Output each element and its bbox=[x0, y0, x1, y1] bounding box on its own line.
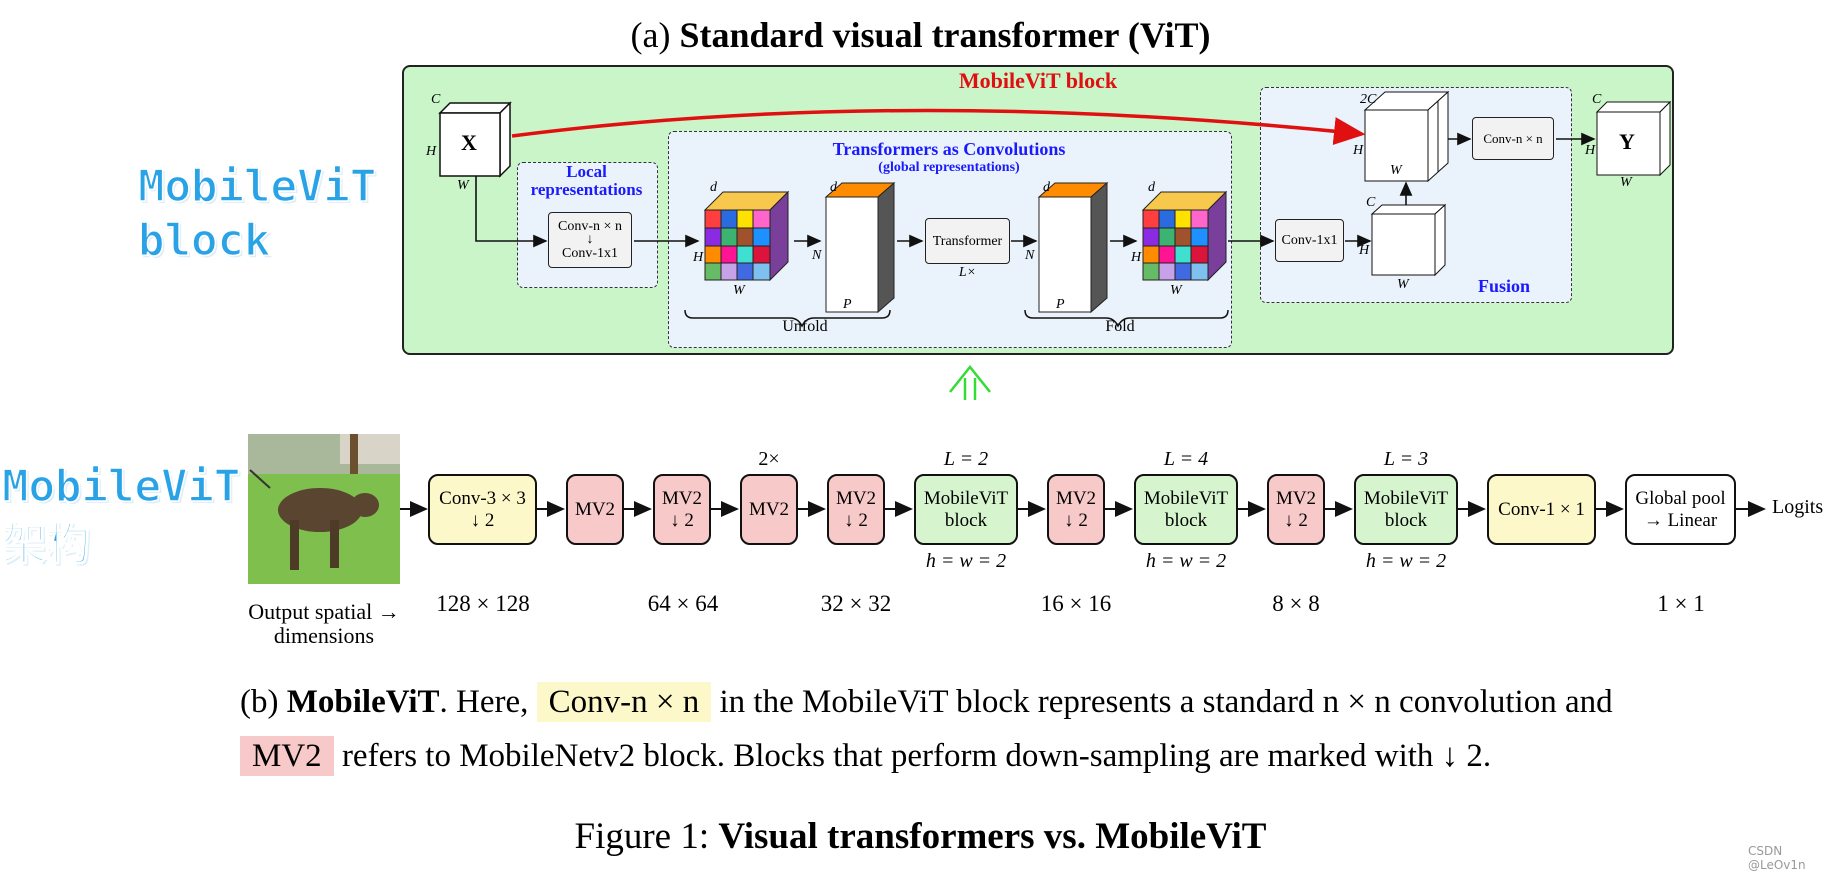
output-w: W bbox=[1620, 175, 1632, 190]
output-c: C bbox=[1592, 92, 1602, 107]
unfold-w: W bbox=[733, 283, 745, 298]
transformer-repeat: L× bbox=[958, 265, 977, 280]
input-photo bbox=[248, 434, 400, 584]
fold-stack-n: N bbox=[1025, 248, 1035, 263]
arch-block-2: MV2 bbox=[566, 474, 624, 545]
unfold-color-cube bbox=[703, 190, 790, 282]
fold-label: Fold bbox=[1105, 318, 1135, 335]
dim-1: 128 × 128 bbox=[436, 591, 530, 616]
arch-block-10-patch: h = w = 2 bbox=[1365, 550, 1447, 572]
fusion-lower-w: W bbox=[1397, 277, 1409, 292]
block-title: MobileViT block bbox=[958, 68, 1118, 93]
conv-highlight: Conv-n × n bbox=[536, 682, 712, 722]
subfigure-a-title: (a) Standard visual transformer (ViT) bbox=[630, 15, 1211, 55]
output-label: Y bbox=[1619, 129, 1635, 154]
arch-block-9: MV2↓ 2 bbox=[1267, 474, 1325, 545]
arch-block-4: MV2 bbox=[740, 474, 798, 545]
arch-block-6-patch: h = w = 2 bbox=[925, 550, 1007, 572]
transformer-box: Transformer bbox=[925, 218, 1010, 264]
input-cube bbox=[438, 101, 512, 178]
fusion-title: Fusion bbox=[1478, 276, 1531, 296]
unfold-brace bbox=[684, 309, 891, 328]
arch-block-8-layers: L = 4 bbox=[1163, 448, 1209, 470]
dim-6: 1 × 1 bbox=[1657, 591, 1705, 616]
figure-caption: Figure 1: Visual transformers vs. Mobile… bbox=[574, 816, 1267, 857]
unfold-stack-d: d bbox=[830, 180, 837, 195]
fold-brace bbox=[1024, 309, 1229, 328]
fold-h: H bbox=[1131, 250, 1142, 265]
fusion-lower-h: H bbox=[1359, 243, 1370, 258]
fold-color-cube bbox=[1141, 190, 1228, 282]
unfold-label: Unfold bbox=[782, 318, 828, 335]
arch-block-7: MV2↓ 2 bbox=[1047, 474, 1105, 545]
dim-5: 8 × 8 bbox=[1272, 591, 1320, 616]
fold-w: W bbox=[1170, 283, 1182, 298]
unfold-stack-n: N bbox=[812, 248, 822, 263]
local-conv-box: Conv-n × n ↓ Conv-1x1 bbox=[548, 212, 632, 268]
watermark: CSDN @LeOv1n bbox=[1748, 844, 1806, 872]
fold-d: d bbox=[1148, 180, 1155, 195]
input-w: W bbox=[457, 178, 469, 193]
fusion-convnxn-box: Conv-n × n bbox=[1472, 117, 1554, 160]
arch-block-4-repeat: 2× bbox=[758, 448, 780, 470]
dim-4: 16 × 16 bbox=[1040, 591, 1112, 616]
fold-stack-p: P bbox=[1056, 297, 1065, 312]
arch-block-5: MV2↓ 2 bbox=[827, 474, 885, 545]
dim-3: 32 × 32 bbox=[820, 591, 892, 616]
arch-block-10-layers: L = 3 bbox=[1383, 448, 1429, 470]
output-cube bbox=[1595, 100, 1672, 177]
fold-patch-stack bbox=[1037, 181, 1109, 314]
arrow-to-local bbox=[475, 176, 548, 248]
output-h: H bbox=[1585, 143, 1596, 158]
mv2-highlight: MV2 bbox=[240, 736, 334, 776]
caption-b: (b) MobileViT. Here, Conv-n × n in the M… bbox=[240, 682, 1613, 776]
input-c: C bbox=[431, 92, 441, 107]
fold-stack-d: d bbox=[1043, 180, 1050, 195]
fusion-concat-w: W bbox=[1390, 163, 1402, 178]
arch-block-12: Global pool→ Linear bbox=[1625, 474, 1736, 545]
unfold-stack-p: P bbox=[843, 297, 852, 312]
output-dimensions-label: Output spatial →dimensions bbox=[248, 599, 400, 648]
fusion-concat-2c: 2C bbox=[1360, 92, 1377, 107]
fusion-lower-cube bbox=[1370, 203, 1447, 277]
input-h: H bbox=[426, 144, 437, 159]
fusion-concat-h: H bbox=[1353, 143, 1364, 158]
arch-block-6-layers: L = 2 bbox=[943, 448, 989, 470]
dim-2: 64 × 64 bbox=[647, 591, 719, 616]
unfold-h: H bbox=[693, 250, 704, 265]
arch-block-11: Conv-1 × 1 bbox=[1487, 474, 1596, 545]
fusion-lower-c: C bbox=[1366, 195, 1376, 210]
green-up-arrow bbox=[949, 364, 991, 400]
input-label: X bbox=[461, 130, 477, 155]
arch-block-1: Conv-3 × 3↓ 2 bbox=[428, 474, 537, 545]
fusion-concat-cube bbox=[1363, 90, 1450, 183]
unfold-d: d bbox=[710, 180, 717, 195]
fusion-conv1x1-box: Conv-1x1 bbox=[1275, 219, 1344, 262]
arch-block-3: MV2↓ 2 bbox=[653, 474, 711, 545]
global-title: Transformers as Convolutions bbox=[832, 139, 1066, 159]
global-subtitle: (global representations) bbox=[878, 160, 1020, 175]
skip-connection-arrow bbox=[511, 108, 1366, 146]
unfold-patch-stack bbox=[824, 181, 896, 314]
arch-block-8-patch: h = w = 2 bbox=[1145, 550, 1227, 572]
logits-label: Logits bbox=[1772, 496, 1824, 518]
